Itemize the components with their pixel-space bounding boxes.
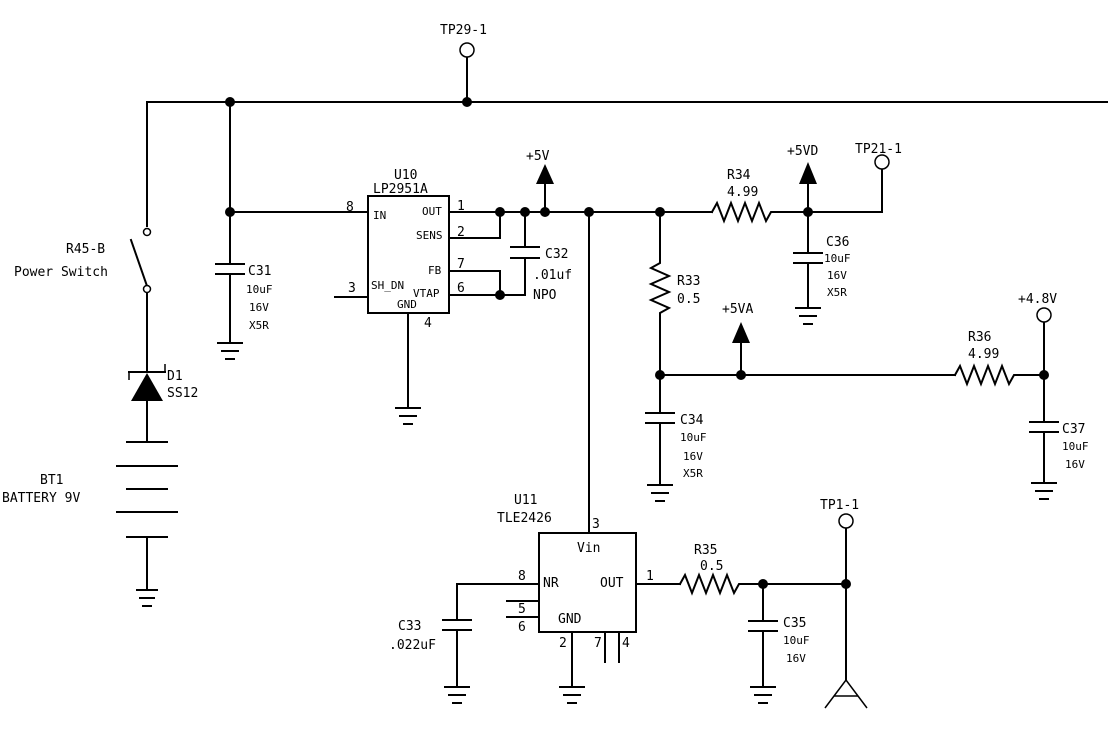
- tp1-label: TP1-1: [820, 498, 859, 513]
- r36-ref: R36: [968, 330, 991, 345]
- c33-value: .022uF: [389, 638, 436, 653]
- power-switch: R45-B Power Switch: [14, 101, 152, 373]
- r36-value: 4.99: [968, 347, 999, 362]
- c31-cap: 10uF: [246, 283, 273, 296]
- capacitor-c35: C35 10uF 16V: [748, 579, 810, 704]
- output-5v-net: +5V: [499, 149, 713, 534]
- u10-num-3: 3: [348, 281, 356, 296]
- rail-5vd: +5VD TP21-1: [787, 142, 902, 217]
- u10-num-2: 2: [457, 225, 465, 240]
- c36-dielectric: X5R: [827, 286, 847, 299]
- c32-ref: C32: [545, 247, 568, 262]
- top-rail: [146, 97, 1108, 107]
- u11-num-1: 1: [646, 569, 654, 584]
- u11-num-2: 2: [559, 636, 567, 651]
- u11-num-4: 4: [622, 636, 630, 651]
- c31-voltage: 16V: [249, 301, 269, 314]
- switch-name: Power Switch: [14, 265, 108, 280]
- capacitor-c31: C31 10uF 16V X5R: [215, 101, 273, 360]
- u11-pin-gnd: GND: [558, 612, 582, 627]
- r35-ref: R35: [694, 543, 717, 558]
- r33-value: 0.5: [677, 292, 700, 307]
- u11-num-3: 3: [592, 517, 600, 532]
- u10-pin-out: OUT: [422, 205, 442, 218]
- c36-ref: C36: [826, 235, 849, 250]
- d1-value: SS12: [167, 386, 198, 401]
- capacitor-c33: C33 .022uF: [389, 583, 540, 704]
- c34-dielectric: X5R: [683, 467, 703, 480]
- battery-bt1: BT1 BATTERY 9V: [2, 441, 178, 607]
- c32-cap: .01uf: [533, 268, 572, 283]
- r35-value: 0.5: [700, 559, 723, 574]
- rail-4v8-label: +4.8V: [1018, 292, 1057, 307]
- u10-pin-gnd: GND: [397, 298, 417, 311]
- u10-ref: U10: [394, 168, 417, 183]
- r34-value: 4.99: [727, 185, 758, 200]
- u11-part: TLE2426: [497, 511, 552, 526]
- u10-part: LP2951A: [373, 182, 428, 197]
- tp1-testpoint: TP1-1: [820, 498, 868, 709]
- u10-pin-fb: FB: [428, 264, 442, 277]
- c35-ref: C35: [783, 616, 806, 631]
- c34-voltage: 16V: [683, 450, 703, 463]
- rail-5v-label: +5V: [526, 149, 550, 164]
- u10-num-7: 7: [457, 257, 465, 272]
- c36-cap: 10uF: [824, 252, 851, 265]
- c36-voltage: 16V: [827, 269, 847, 282]
- u11-pin-out: OUT: [600, 576, 624, 591]
- capacitor-c34: C34 10uF 16V X5R: [645, 374, 707, 502]
- capacitor-c37: C37 10uF 16V: [1029, 374, 1089, 500]
- u11-num-6: 6: [518, 620, 526, 635]
- u10-pin-vtap: VTAP: [413, 287, 440, 300]
- u10-num-4: 4: [424, 316, 432, 331]
- capacitor-c32: C32 .01uf NPO: [499, 211, 572, 303]
- rail-5va: +5VA: [655, 302, 956, 380]
- u11-num-7: 7: [594, 636, 602, 651]
- tp29-label: TP29-1: [440, 23, 487, 38]
- resistor-r35: R35 0.5: [635, 543, 847, 596]
- regulator-u10: U10 LP2951A IN OUT SENS FB SH_DN VTAP GN…: [229, 168, 505, 425]
- rail-splitter-u11: U11 TLE2426 Vin NR OUT GND 3 8 1 5 6 2 7…: [497, 493, 654, 704]
- u11-num-8: 8: [518, 569, 526, 584]
- u10-pin-sens: SENS: [416, 229, 443, 242]
- diode-d1: D1 SS12: [128, 364, 198, 443]
- bt1-ref: BT1: [40, 473, 63, 488]
- c35-voltage: 16V: [786, 652, 806, 665]
- c31-ref: C31: [248, 264, 271, 279]
- u11-pin-nr: NR: [543, 576, 559, 591]
- r34-ref: R34: [727, 168, 751, 183]
- u10-num-1: 1: [457, 199, 465, 214]
- c34-cap: 10uF: [680, 431, 707, 444]
- d1-ref: D1: [167, 369, 183, 384]
- capacitor-c36: C36 10uF 16V X5R: [793, 211, 851, 325]
- c35-cap: 10uF: [783, 634, 810, 647]
- u10-pin-in: IN: [373, 209, 386, 222]
- c32-dielectric: NPO: [533, 288, 557, 303]
- u10-num-6: 6: [457, 281, 465, 296]
- r33-ref: R33: [677, 274, 700, 289]
- bt1-value: BATTERY 9V: [2, 491, 80, 506]
- u10-num-8: 8: [346, 200, 354, 215]
- resistor-r33: R33 0.5: [648, 211, 700, 376]
- tp21-label: TP21-1: [855, 142, 902, 157]
- c34-ref: C34: [680, 413, 704, 428]
- rail-4v8: +4.8V: [1018, 292, 1057, 380]
- resistor-r36: R36 4.99: [953, 330, 1045, 387]
- c31-dielectric: X5R: [249, 319, 269, 332]
- tp29-testpoint: TP29-1: [440, 23, 487, 103]
- u11-num-5: 5: [518, 602, 526, 617]
- switch-ref: R45-B: [66, 242, 105, 257]
- c37-ref: C37: [1062, 422, 1085, 437]
- c37-cap: 10uF: [1062, 440, 1089, 453]
- resistor-r34: R34 4.99: [710, 168, 809, 224]
- u10-pin-shdn: SH_DN: [371, 279, 404, 292]
- rail-5va-label: +5VA: [722, 302, 753, 317]
- u11-pin-vin: Vin: [577, 541, 600, 556]
- c37-voltage: 16V: [1065, 458, 1085, 471]
- rail-5vd-label: +5VD: [787, 144, 818, 159]
- u11-ref: U11: [514, 493, 537, 508]
- c33-ref: C33: [398, 619, 421, 634]
